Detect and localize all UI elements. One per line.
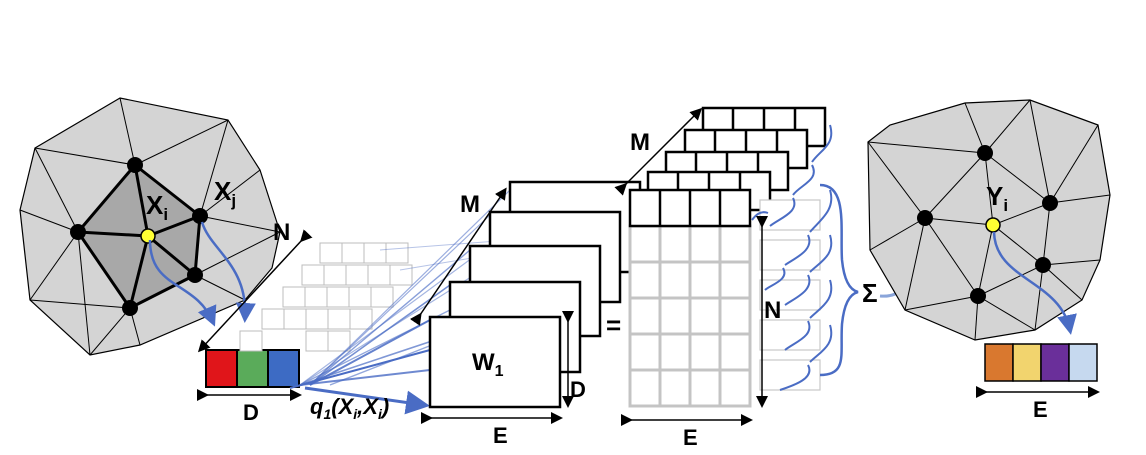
m-dimension-arrow-kernel [409,187,507,326]
feature-cell-purple [1040,343,1070,382]
feature-cell-yellow [1012,343,1042,382]
output-row-braces [751,124,833,391]
yi-label: Yi [986,181,1008,215]
q1-label: q1(Xi,Xi) [310,394,389,422]
center-node-xi [140,228,156,244]
mesh-node [1035,257,1051,273]
feature-cell-red [205,349,238,388]
n-label-output: N [764,297,781,324]
n-label-left: N [273,219,290,246]
input-grid-row [282,286,394,308]
right-mesh-nodes [917,145,1058,304]
kernel-matrix-w1 [428,315,562,409]
input-grid-row [301,264,413,286]
mesh-node [187,267,203,283]
mesh-node [977,145,993,161]
center-node-yi [985,217,1001,233]
mesh-node [122,300,138,316]
m-label-kernel: M [460,191,480,218]
left-mesh-bold-edges [76,163,202,310]
mesh-node [70,224,86,240]
arrow-yi-to-feature [992,231,1077,335]
output-stack: M N E [614,106,833,450]
output-front-grid [628,224,752,408]
feature-cell-blue [267,349,300,388]
d-label-left: D [243,400,259,425]
mesh-node [1042,195,1058,211]
e-label-right: E [1033,397,1048,422]
m-label-output: M [630,129,650,156]
mesh-node [127,157,143,173]
right-mesh-edges [867,99,1111,341]
q1-arrow [304,386,430,415]
feature-cell-orange [984,343,1014,382]
input-grid-row [239,330,351,352]
right-mesh: Yi [867,99,1111,341]
mesh-node [970,288,986,304]
sum-brace [819,183,859,377]
left-feature-vector: D [197,349,302,425]
equals-sign: = [606,310,621,340]
sum-symbol: Σ [862,278,878,308]
right-feature-vector: E [976,343,1100,422]
xi-label: Xi [146,190,168,224]
n-dimension-arrow-left [197,229,313,353]
mesh-node-xj [192,208,208,224]
output-front-top-row [628,188,752,228]
kernel-stack [428,180,642,409]
input-grid-row [261,308,373,330]
m-dimension-arrow-output [614,107,703,196]
input-grid-row [319,242,409,264]
d-label-kernel: D [570,377,586,402]
feature-cell-lightblue [1068,343,1098,382]
left-mesh: Xi Xj [19,97,281,356]
e-label-kernel: E [493,423,508,448]
feature-cell-green [236,349,269,388]
mesh-node [917,210,933,226]
e-label-output: E [683,425,698,450]
xj-label: Xj [214,176,236,210]
w1-label: W1 [472,349,504,380]
output-faded-side [759,199,821,391]
